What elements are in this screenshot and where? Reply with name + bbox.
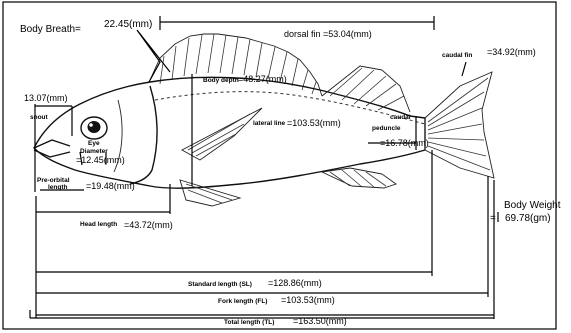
body-breath-label: Body Breath=: [20, 24, 81, 35]
lateral-line-label: lateral line: [253, 120, 286, 127]
caudal-fin-label: caudal fin: [442, 52, 472, 59]
pre-orbital-value: =19.48(mm): [86, 181, 135, 191]
eye-label: Eye: [88, 140, 100, 147]
eye-diameter-value: =12.45(mm): [76, 155, 125, 165]
pelvic-fin: [180, 180, 240, 206]
caudal-peduncle-label-2: peduncle: [372, 125, 401, 132]
pre-orbital-label: Pre-orbital: [37, 177, 70, 184]
dorsal-fin-label: dorsal fin =53.04(mm): [284, 29, 372, 39]
fish-eye: [81, 117, 107, 139]
body-depth-value: =48.27(mm): [238, 74, 287, 84]
dorsal-fin-outline: [150, 34, 322, 96]
anal-fin-rays: [330, 170, 386, 187]
lateral-line-value: =103.53(mm): [287, 118, 341, 128]
standard-length-label: Standard length (SL): [188, 281, 252, 288]
snout-label: snout: [30, 114, 49, 121]
svg-text:=: =: [490, 213, 496, 224]
head-length-value: =43.72(mm): [124, 220, 173, 230]
fork-length-value: =103.53(mm): [281, 295, 335, 305]
labels: Body Breath= 22.45(mm) dorsal fin =53.04…: [20, 19, 561, 326]
total-length-value: =163.50(mm): [293, 316, 347, 326]
measurement-lines: [30, 16, 498, 319]
body-depth-label: Body depth: [203, 77, 239, 84]
caudal-peduncle-value: =16.78(mm): [380, 138, 429, 148]
caudal-fin: [425, 72, 494, 178]
caudal-fin-value: =34.92(mm): [487, 47, 536, 57]
body-weight-value: 69.78(gm): [505, 213, 551, 224]
fish-mouth: [34, 140, 70, 157]
total-length-label: Total length (TL): [224, 319, 274, 326]
pre-orbital-length-label: length: [48, 184, 68, 191]
standard-length-value: =128.86(mm): [268, 278, 322, 288]
head-length-label: Head length: [80, 221, 117, 228]
body-weight-label: Body Weight: [504, 200, 561, 211]
soft-dorsal-fin: [322, 66, 410, 112]
snout-value: 13.07(mm): [24, 93, 68, 103]
fork-length-label: Fork length (FL): [218, 298, 267, 305]
pectoral-fin-rays: [188, 114, 250, 156]
body-breath-pointer: [137, 30, 170, 82]
eye-diameter-label: Diameter: [80, 148, 108, 155]
caudal-peduncle-label-1: caudal: [390, 114, 411, 121]
gill-cover: [130, 86, 157, 184]
body-breath-value: 22.45(mm): [104, 19, 152, 30]
